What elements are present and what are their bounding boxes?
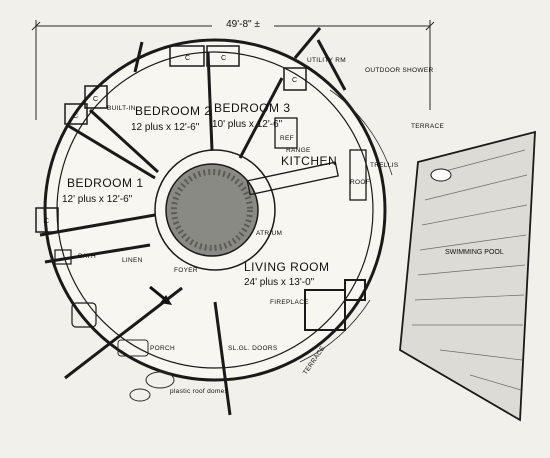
sl-gl-doors-label: SL.GL. DOORS xyxy=(228,345,278,352)
linen-label: LINEN xyxy=(122,257,143,264)
kitchen-name: KITCHEN xyxy=(281,154,337,168)
bedroom2-name: BEDROOM 2 xyxy=(135,104,212,118)
bedroom2-size: 12 plus x 12'-6" xyxy=(131,122,200,133)
closet-label-1: C xyxy=(185,55,190,62)
roof-label: ROOF xyxy=(350,179,370,186)
closet-label-4: C xyxy=(93,96,98,103)
bedroom3-name: BEDROOM 3 xyxy=(214,101,291,115)
porch-furniture xyxy=(117,339,175,402)
bedroom1-size: 12' plus x 12'-6" xyxy=(62,194,133,205)
atrium-ring xyxy=(154,149,276,271)
atrium xyxy=(165,163,259,257)
built-in-label: BUILT-IN xyxy=(107,105,136,112)
outdoor-shower-label: OUTDOOR SHOWER xyxy=(365,67,433,74)
closet-label-2: C xyxy=(221,55,226,62)
trellis-label: TRELLIS xyxy=(370,162,399,169)
terrace-steps xyxy=(299,89,393,363)
foyer-name: FOYER xyxy=(174,267,198,274)
terrace-top-label: TERRACE xyxy=(411,123,445,130)
living-room-name: LIVING ROOM xyxy=(244,260,330,274)
living-room-size: 24' plus x 13'-0" xyxy=(244,277,315,288)
ref-label: REF xyxy=(280,135,294,142)
bedroom3-size: 10' plus x 12'-6" xyxy=(212,119,283,130)
utility-rm-label: UTILITY RM xyxy=(307,57,346,64)
fireplace-label: FIREPLACE xyxy=(270,299,309,306)
closet-label-6: C xyxy=(292,77,297,84)
bath-fixtures xyxy=(54,249,97,328)
swimming-pool xyxy=(399,130,536,422)
closets xyxy=(35,45,307,233)
fireplace xyxy=(304,279,366,331)
range-label: RANGE xyxy=(286,147,311,154)
bedroom1-name: BEDROOM 1 xyxy=(67,176,144,190)
swimming-pool-label: SWIMMING POOL xyxy=(445,249,504,256)
radial-walls xyxy=(39,41,284,264)
shower-walls xyxy=(293,27,347,91)
inner-wall-line xyxy=(56,51,374,369)
kitchen-counters xyxy=(246,117,367,201)
atrium-label: ATRIUM xyxy=(256,230,282,237)
closet-label-3: C xyxy=(73,113,78,120)
closet-label-5: C xyxy=(44,218,49,225)
porch-name: PORCH xyxy=(150,345,175,352)
plastic-roof-domes-label: plastic roof domes xyxy=(170,388,229,395)
entry-arrow-icon xyxy=(149,285,172,305)
overall-dimension-label: 49'-8" ± xyxy=(226,19,260,30)
bath-name: BATH xyxy=(78,253,96,260)
